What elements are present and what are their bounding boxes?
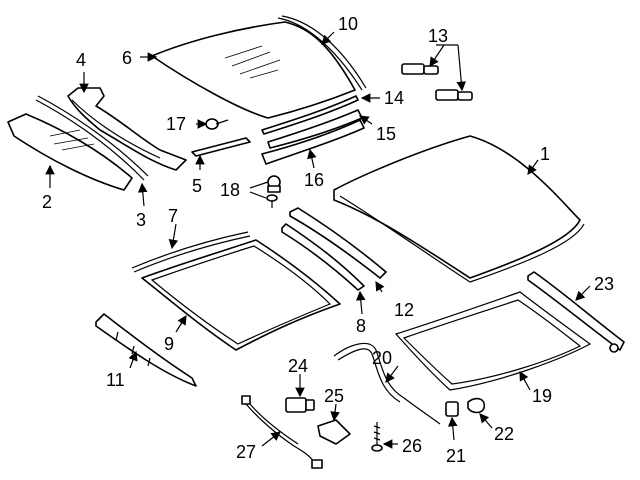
callout-3: 3 [136, 210, 146, 230]
part-27-harness [241, 395, 323, 469]
part-11-bracket [95, 313, 197, 387]
part-13-clips [401, 63, 473, 101]
part-8-rail [281, 223, 365, 291]
callout-10: 10 [338, 14, 358, 34]
callout-17: 17 [166, 114, 186, 134]
part-7-seal [131, 231, 249, 269]
callout-7: 7 [168, 206, 178, 226]
callout-27: 27 [236, 442, 256, 462]
callout-22: 22 [494, 424, 514, 444]
callout-19: 19 [532, 386, 552, 406]
part-21-clip [445, 401, 459, 417]
part-12-rail [289, 207, 387, 279]
part-14-trim [261, 95, 359, 135]
part-9-frame [141, 239, 341, 351]
callout-13: 13 [428, 26, 448, 46]
part-26-bolt [371, 422, 383, 452]
callout-26: 26 [402, 436, 422, 456]
callout-2: 2 [42, 192, 52, 212]
part-6-glass-panel [151, 21, 356, 119]
callout-5: 5 [192, 176, 202, 196]
part-18-fasteners [266, 175, 281, 208]
callout-23: 23 [594, 274, 614, 294]
part-16-rail [261, 119, 365, 165]
callout-9: 9 [164, 334, 174, 354]
callout-15: 15 [376, 124, 396, 144]
part-10-seal [277, 17, 363, 91]
callout-18: 18 [220, 180, 240, 200]
part-4-front-header [67, 87, 187, 171]
callout-1: 1 [540, 144, 550, 164]
callout-25: 25 [324, 386, 344, 406]
callout-14: 14 [384, 88, 404, 108]
part-3-seal [35, 99, 145, 181]
callout-21: 21 [446, 446, 466, 466]
part-1-roof-panel [333, 135, 585, 283]
part-24-motor [285, 397, 315, 413]
callout-4: 4 [76, 50, 86, 70]
part-5-strip [191, 137, 251, 157]
part-22-clip [467, 397, 486, 414]
part-2-sunshade [7, 113, 133, 191]
part-19-seal [394, 291, 592, 391]
part-23-rail [527, 271, 625, 353]
part-25-module [317, 419, 351, 445]
callout-12: 12 [394, 300, 414, 320]
callout-labels: 1 2 3 4 5 6 7 8 9 10 11 12 13 14 15 16 1… [42, 14, 614, 466]
callout-8: 8 [356, 316, 366, 336]
callout-20: 20 [372, 348, 392, 368]
callout-6: 6 [122, 48, 132, 68]
callout-24: 24 [288, 356, 308, 376]
callout-11: 11 [106, 370, 125, 390]
callout-16: 16 [304, 170, 324, 190]
leader-lines [45, 31, 591, 449]
part-17-screw [205, 118, 229, 130]
part-20-cable [333, 342, 441, 425]
